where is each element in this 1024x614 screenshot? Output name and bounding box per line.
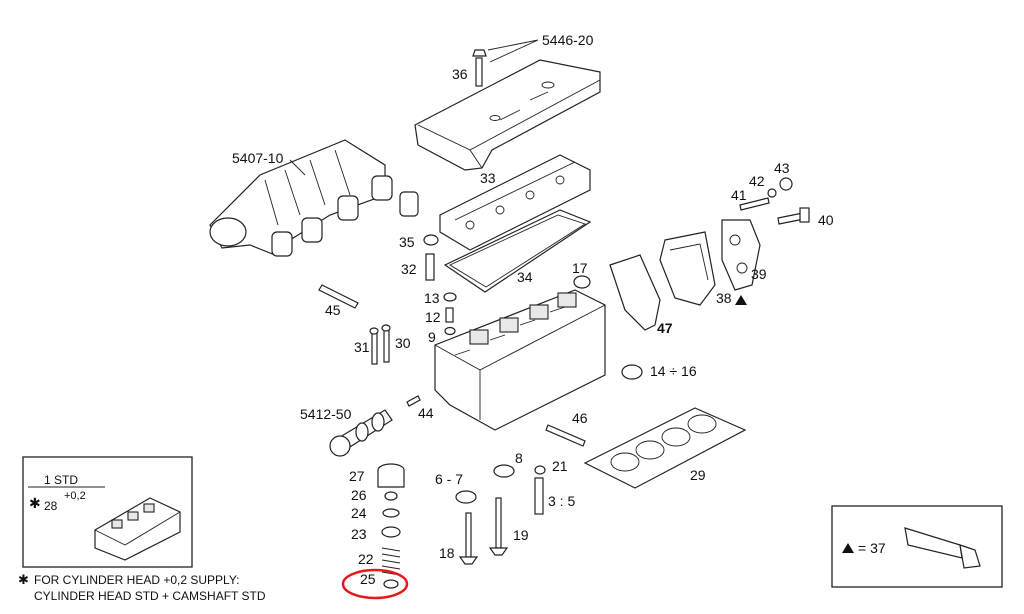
- small-fasteners-left: [423, 234, 457, 336]
- highlight-circle: [341, 568, 409, 600]
- callout-27: 27: [349, 468, 365, 484]
- footnote-line2: CYLINDER HEAD STD + CAMSHAFT STD: [34, 589, 266, 603]
- callout-41: 41: [731, 187, 747, 203]
- timing-cover: [609, 231, 716, 331]
- cover-callout: 5446-20: [542, 32, 594, 48]
- callout-35: 35: [399, 234, 415, 250]
- callout-45: 45: [325, 302, 341, 318]
- footnote-asterisk: ✱: [18, 572, 29, 587]
- sealant-text: = 37: [858, 540, 886, 556]
- callout-40: 40: [818, 212, 834, 228]
- stud-45: [318, 284, 359, 309]
- callout-6-7: 6 - 7: [435, 471, 463, 487]
- callout-14-16: 14 ÷ 16: [650, 363, 697, 379]
- head-box-sup: +0,2: [64, 490, 86, 502]
- cover-gasket: [443, 209, 592, 293]
- head-box-line2: 28: [44, 499, 58, 513]
- valves-and-guides: [455, 464, 546, 565]
- callout-8: 8: [515, 450, 523, 466]
- camshaft: [329, 409, 393, 457]
- callout-46: 46: [572, 410, 588, 426]
- cam-carrier: [439, 154, 591, 251]
- callout-33: 33: [480, 170, 496, 186]
- callout-13: 13: [424, 290, 440, 306]
- camshaft-callout: 5412-50: [300, 406, 352, 422]
- mounting-bracket: [721, 219, 761, 291]
- callout-25: 25: [360, 571, 376, 587]
- bolts-30-31: [369, 324, 391, 365]
- sealant-triangle: [842, 543, 854, 553]
- callout-12: 12: [425, 309, 441, 325]
- cylinder-head: [434, 275, 606, 431]
- pin-44: [406, 395, 421, 407]
- valve-train-stack: [377, 463, 405, 589]
- callout-47: 47: [657, 320, 673, 336]
- callout-17: 17: [572, 260, 588, 276]
- callout-44: 44: [418, 405, 434, 421]
- callout-42: 42: [749, 173, 765, 189]
- callout-19: 19: [513, 527, 529, 543]
- callout-26: 26: [351, 487, 367, 503]
- callout-18: 18: [439, 545, 455, 561]
- seal-14-16: [621, 364, 643, 380]
- callout-38: 38: [716, 290, 732, 306]
- callout-39: 39: [751, 266, 767, 282]
- callout-34: 34: [517, 269, 533, 285]
- callout-29: 29: [690, 467, 706, 483]
- callout-22: 22: [358, 551, 374, 567]
- callout-23: 23: [351, 526, 367, 542]
- head-gasket: [583, 407, 747, 489]
- manifold-callout: 5407-10: [232, 150, 284, 166]
- footnote: ✱ FOR CYLINDER HEAD +0,2 SUPPLY: CYLINDE…: [18, 572, 266, 603]
- callout-43: 43: [774, 160, 790, 176]
- callout-30: 30: [395, 335, 411, 351]
- footnote-line1: FOR CYLINDER HEAD +0,2 SUPPLY:: [34, 573, 240, 587]
- exhaust-manifold: [209, 139, 419, 257]
- bracket-fasteners: [739, 177, 810, 225]
- valve-cover-assembly: [414, 39, 601, 171]
- callout-24: 24: [351, 505, 367, 521]
- callout-31: 31: [354, 339, 370, 355]
- head-box-asterisk: ✱: [29, 495, 41, 511]
- callout-21: 21: [552, 458, 568, 474]
- stud-46: [545, 424, 586, 447]
- callout-9: 9: [428, 329, 436, 345]
- head-box-line1: 1 STD: [44, 473, 78, 487]
- head-variant-box: 1 STD ✱ 28 +0,2: [22, 456, 193, 568]
- callout-32: 32: [401, 261, 417, 277]
- callout-3-5: 3 : 5: [548, 493, 575, 509]
- callout-36: 36: [452, 66, 468, 82]
- sealant-box: = 37: [831, 505, 1003, 588]
- sealant-triangle-38: [735, 295, 747, 305]
